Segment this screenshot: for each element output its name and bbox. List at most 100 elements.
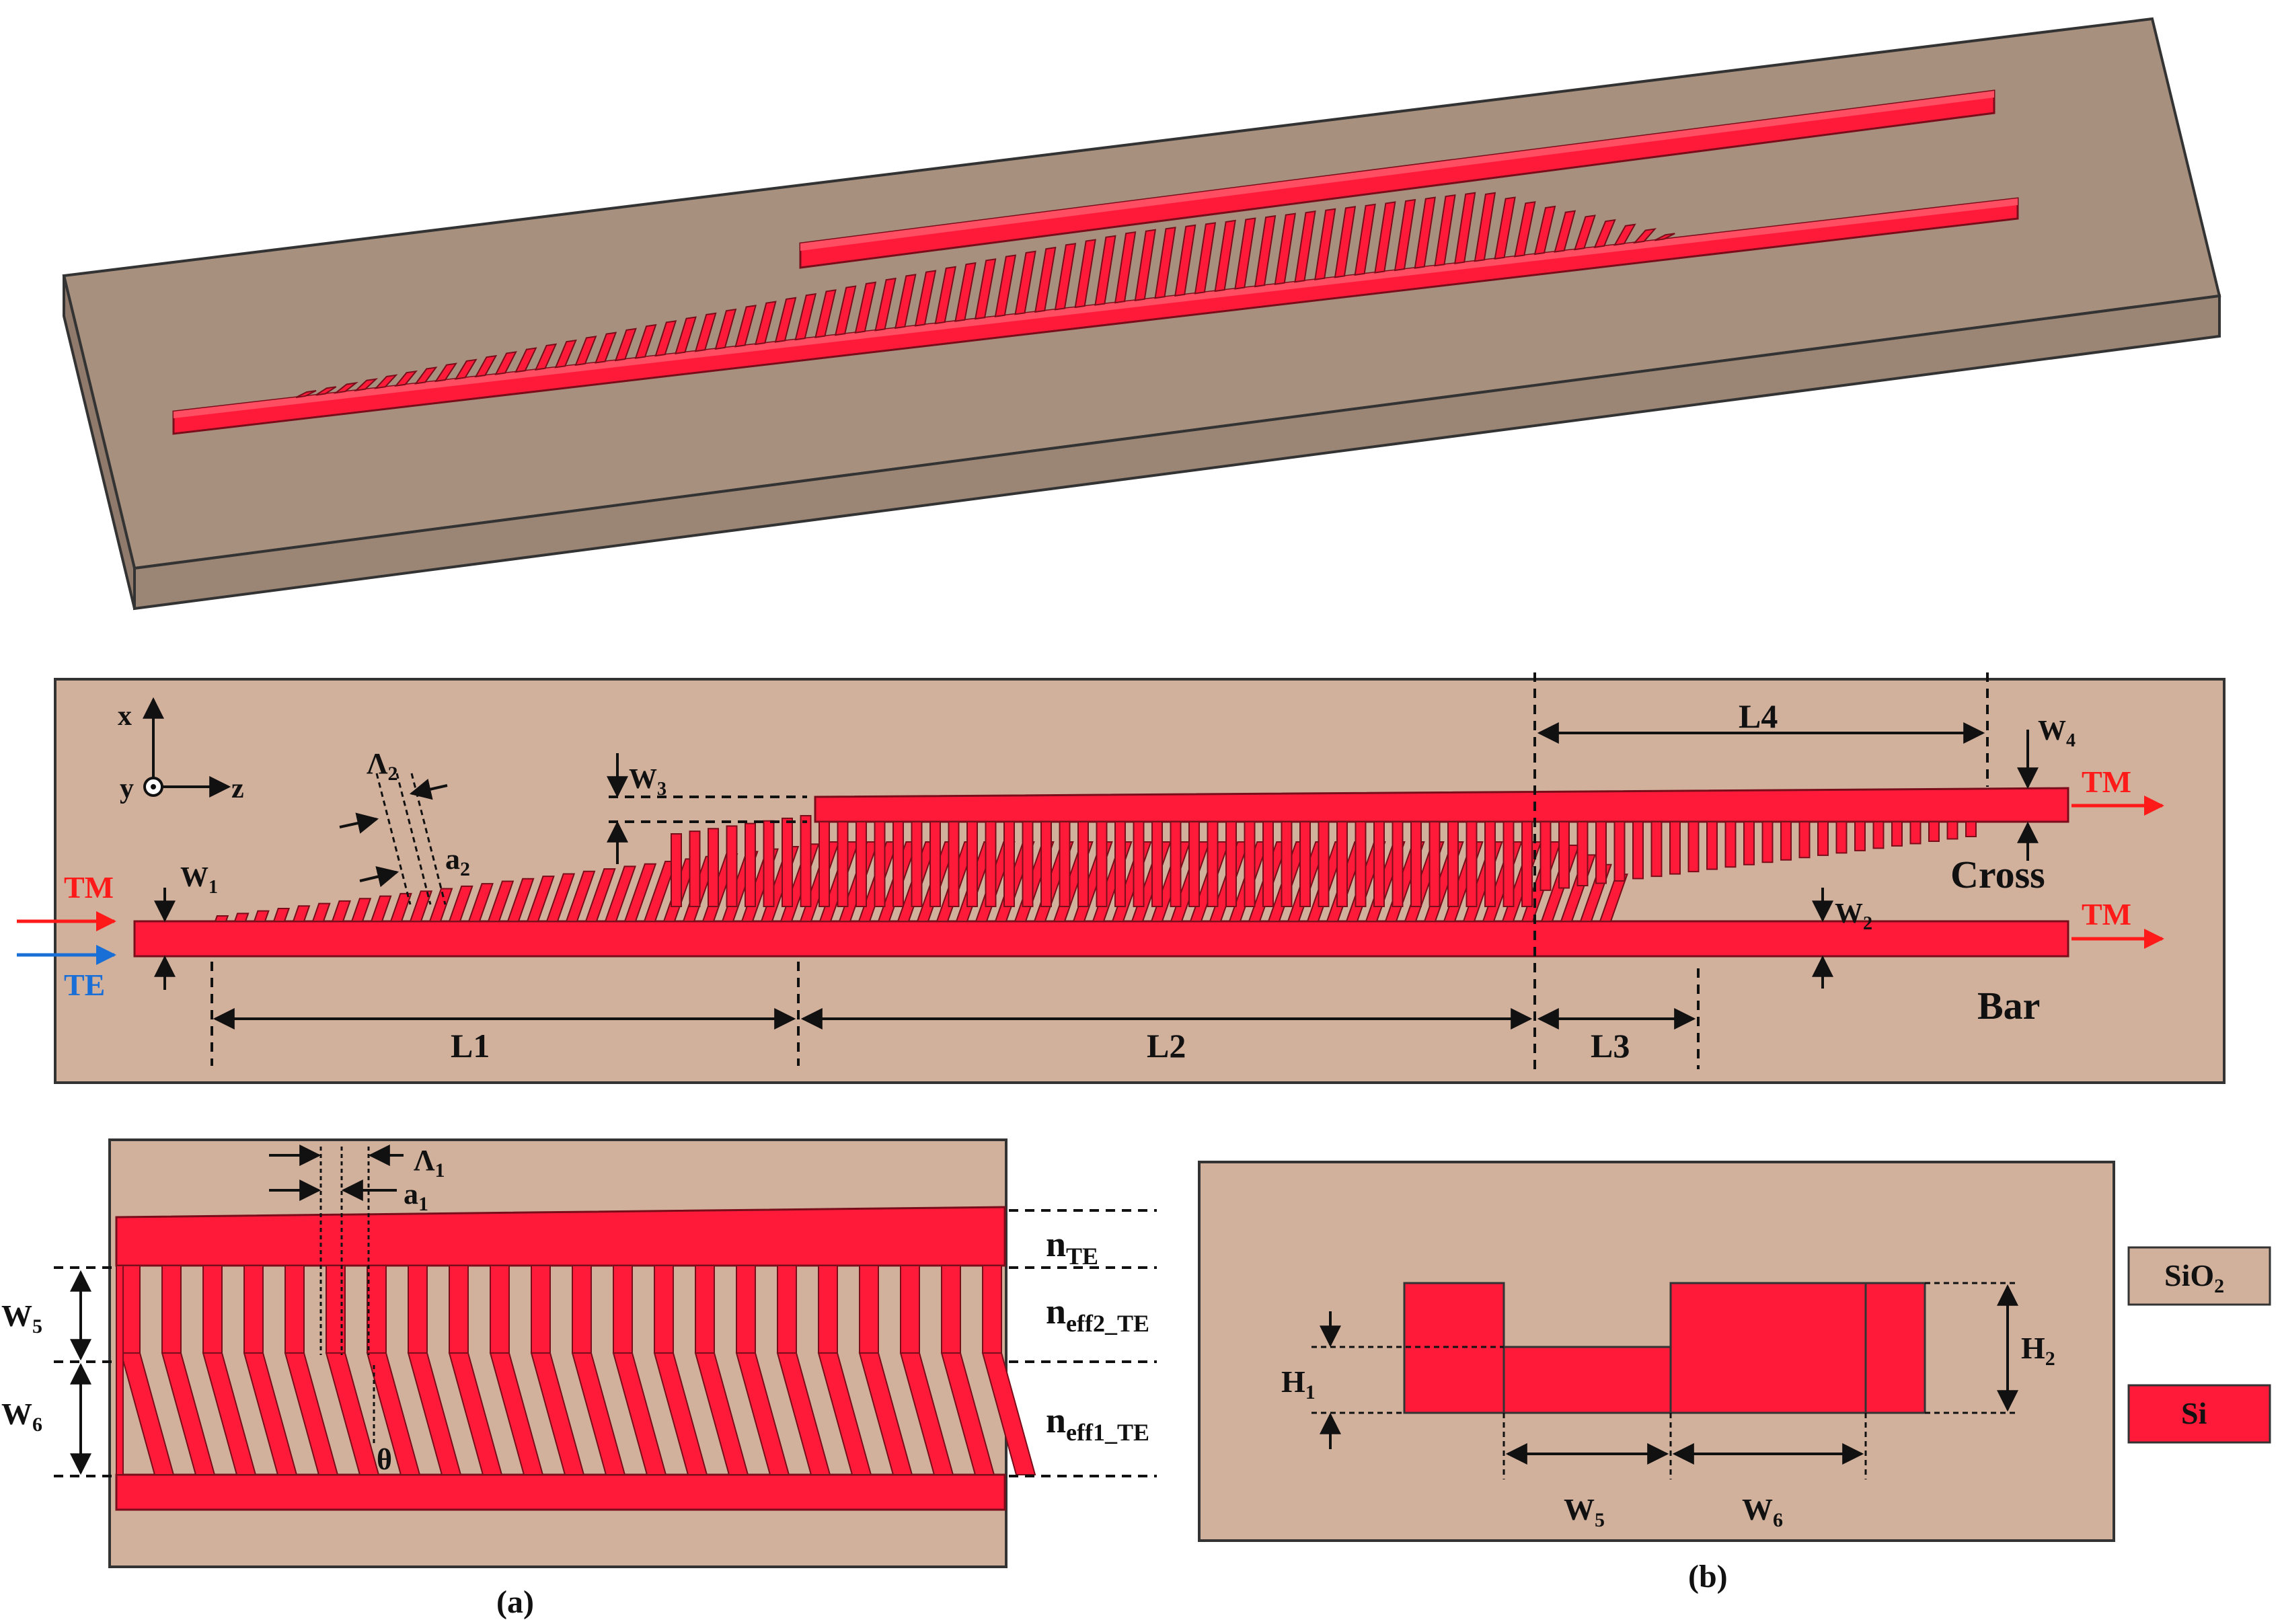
tooth-3d: [834, 285, 857, 336]
tooth-3d: [454, 358, 478, 380]
panel-a-top-waveguide: [115, 1206, 1006, 1267]
panel-a-lower-tooth: [407, 1352, 462, 1475]
tooth-3d: [1533, 205, 1556, 256]
panel-a-upper-tooth: [408, 1265, 428, 1354]
upper-tooth: [1299, 821, 1311, 907]
lower-tooth: [292, 905, 311, 922]
legend-sio2-swatch: [2127, 1246, 2271, 1306]
tooth-3d: [1554, 210, 1576, 253]
upper-grating-teeth: [671, 815, 1977, 907]
panel-a-upper-tooth: [654, 1265, 674, 1354]
substrate-side: [133, 294, 2221, 611]
a1-label: a1: [404, 1177, 428, 1215]
panel-b-w6-label: W6: [1742, 1492, 1783, 1531]
lower-tooth: [233, 913, 250, 922]
upper-tooth: [948, 821, 960, 907]
upper-tooth: [1003, 821, 1015, 907]
lower-tooth: [272, 907, 291, 922]
tooth-3d: [794, 293, 817, 341]
lower-tooth: [331, 900, 351, 922]
upper-tooth: [1687, 821, 1700, 873]
tooth-3d: [1014, 250, 1036, 315]
l4-label: L4: [1739, 697, 1778, 735]
tooth-3d: [534, 343, 558, 371]
upper-tooth: [1780, 821, 1792, 861]
panel-a-upper-tooth: [818, 1265, 838, 1354]
tooth-3d: [1453, 192, 1476, 264]
upper-tooth: [726, 825, 738, 907]
panel-a-upper-tooth: [120, 1265, 141, 1354]
tooth-3d: [1234, 217, 1256, 290]
upper-tooth: [966, 821, 978, 907]
lower-tooth: [565, 870, 596, 922]
cross-port-label: Cross: [1950, 853, 2045, 896]
upper-tooth: [1484, 821, 1496, 907]
upper-tooth: [1503, 821, 1515, 907]
tooth-3d: [474, 354, 498, 378]
upper-tooth: [1669, 821, 1681, 875]
tooth-3d: [774, 297, 797, 343]
upper-tooth: [1539, 821, 1552, 891]
tooth-3d: [634, 323, 657, 359]
lambda2-label: Λ2: [367, 747, 398, 785]
axis-z-label: z: [231, 773, 244, 804]
legend-si-swatch: [2127, 1384, 2271, 1444]
tooth-3d: [374, 374, 398, 389]
upper-tooth: [1114, 821, 1126, 907]
panel-a-lower-tooth: [120, 1352, 175, 1475]
upper-tooth: [1207, 821, 1219, 907]
upper-tooth: [1059, 821, 1071, 907]
panel-a-edge: [116, 1265, 124, 1475]
panel-a-upper-tooth: [572, 1265, 592, 1354]
panel-a-upper-tooth: [695, 1265, 715, 1354]
panel-a-bottom-waveguide: [115, 1473, 1006, 1511]
lower-tooth: [350, 898, 372, 922]
upper-tooth: [1225, 821, 1237, 907]
upper-tooth: [1743, 821, 1755, 865]
tooth-3d: [654, 320, 677, 357]
lower-tooth: [448, 885, 473, 922]
w2-label: W2: [1835, 898, 1872, 934]
upper-tooth: [1965, 821, 1977, 838]
upper-tooth: [1595, 821, 1607, 884]
panel-a: Λ1 a1 W5 W6 θ nTE neff2_TE neff1_TE (a): [1, 1138, 1157, 1620]
tooth-3d: [1414, 196, 1436, 269]
panel-a-lower-tooth: [694, 1352, 749, 1475]
panel-a-w5-label: W5: [1, 1299, 42, 1338]
upper-tooth: [1096, 821, 1108, 907]
tooth-3d: [734, 305, 757, 348]
panel-b-caption: (b): [1688, 1559, 1728, 1594]
tooth-3d: [895, 274, 917, 330]
h2-label: H2: [2021, 1331, 2055, 1370]
panel-a-upper-tooth: [613, 1265, 633, 1354]
tooth-3d: [1654, 233, 1675, 241]
n-eff2-label: neff2_TE: [1046, 1291, 1149, 1337]
tooth-3d: [1274, 212, 1296, 285]
upper-tooth: [745, 822, 756, 907]
tooth-3d: [994, 254, 1017, 317]
tooth-3d: [554, 339, 577, 369]
tooth-3d: [1174, 224, 1196, 297]
tm-input-label: TM: [64, 870, 114, 904]
tooth-3d: [1214, 219, 1236, 293]
bar-waveguide: [133, 920, 2069, 958]
tooth-3d: [333, 381, 358, 394]
panel-a-upper-tooth: [490, 1265, 510, 1354]
theta-label: θ: [377, 1443, 392, 1476]
panel-a-lower-tooth: [489, 1352, 544, 1475]
upper-tooth: [874, 821, 886, 907]
axis-x-label: x: [118, 701, 132, 732]
panel-a-upper-tooth: [284, 1265, 305, 1354]
lower-tooth: [506, 878, 535, 922]
upper-tooth: [1188, 821, 1200, 907]
tooth-3d: [1334, 206, 1357, 278]
lower-tooth: [467, 883, 494, 922]
panel-b-w5-label: W5: [1564, 1492, 1605, 1531]
panel-a-caption: (a): [496, 1584, 534, 1620]
tooth-3d: [874, 277, 897, 332]
lower-tooth: [311, 902, 331, 922]
upper-tooth: [1040, 821, 1052, 907]
tooth-3d: [1394, 198, 1416, 272]
lower-tooth: [253, 910, 270, 922]
